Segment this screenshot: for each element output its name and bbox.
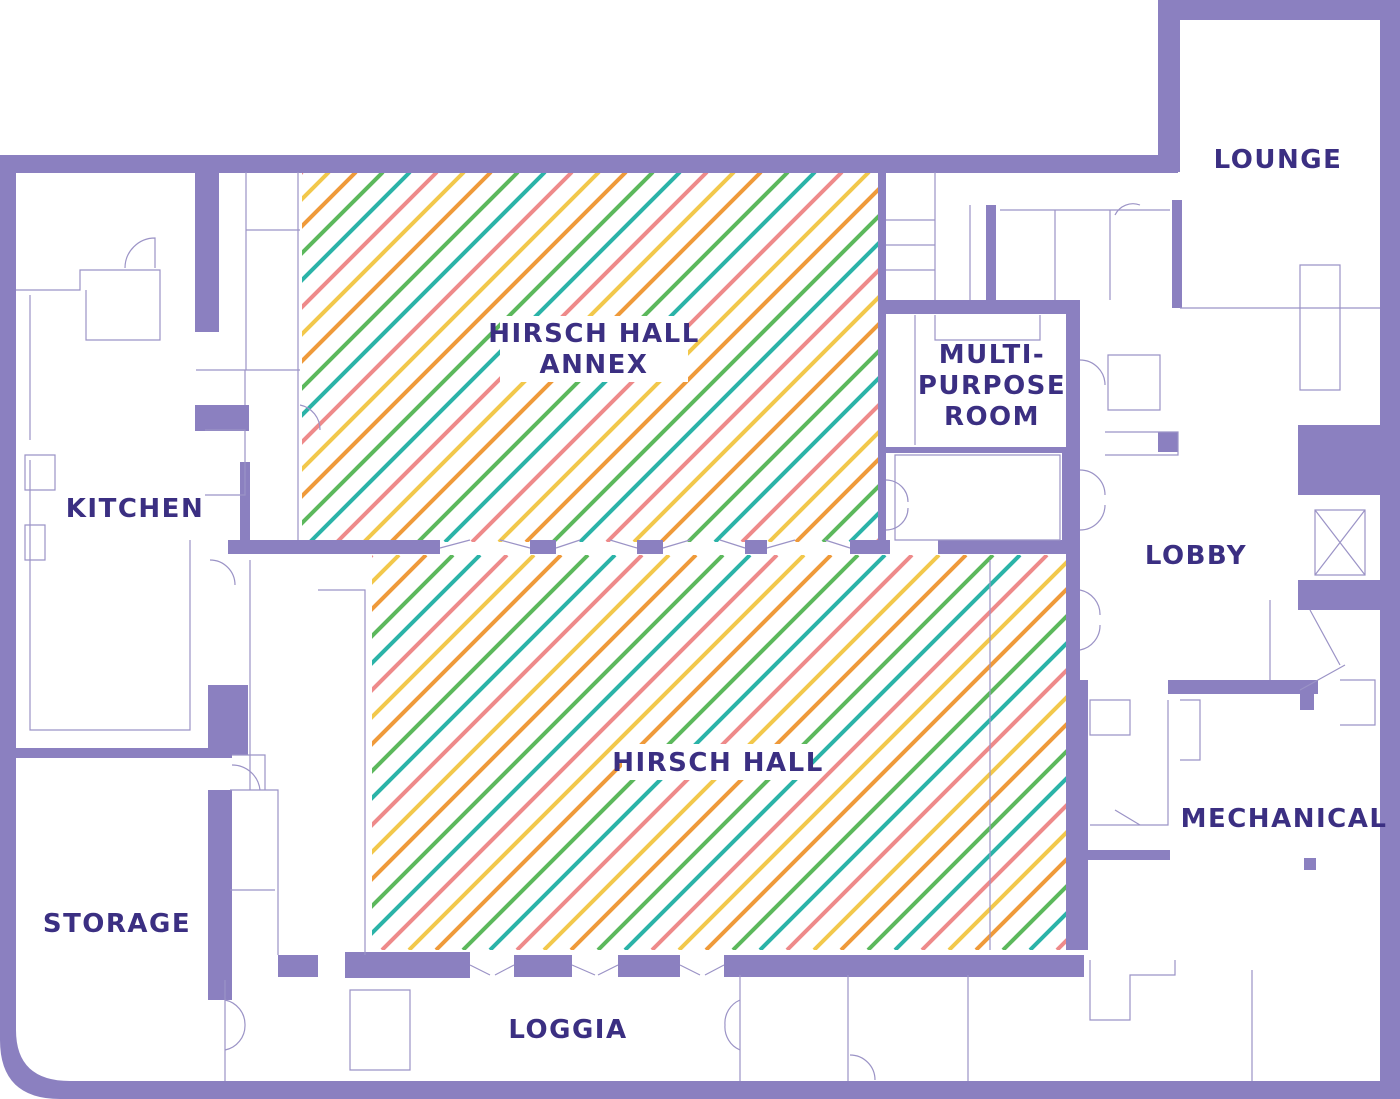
highlight-stripe xyxy=(302,172,601,472)
room-label-lounge: LOUNGE xyxy=(1214,145,1343,175)
highlight-stripe xyxy=(302,172,331,202)
room-label-lobby: LOBBY xyxy=(1145,541,1247,571)
room-label-mechanical: MECHANICAL xyxy=(1181,804,1388,834)
highlight-stripe xyxy=(812,555,1075,950)
highlight-stripe xyxy=(302,172,655,526)
room-label-annex-line1: HIRSCH HALL xyxy=(488,319,700,349)
room-label-multipurpose-line2: PURPOSE xyxy=(918,371,1066,401)
doors xyxy=(124,203,1346,1081)
highlight-stripe xyxy=(974,555,1075,950)
annex-label-bg xyxy=(500,316,688,382)
highlight-stripe xyxy=(578,239,880,542)
highlight-stripe xyxy=(302,172,547,418)
detail-lines xyxy=(16,172,1380,1081)
highlight-stripe xyxy=(947,555,1075,950)
highlight-stripe xyxy=(372,555,455,950)
highlight-stripe xyxy=(302,172,412,283)
highlight-stripe xyxy=(372,555,617,950)
highlight-stripe xyxy=(731,555,1075,950)
highlight-stripe xyxy=(767,428,880,542)
highlight-stripe xyxy=(704,555,1075,950)
room-labels: LOUNGE KITCHEN HIRSCH HALL ANNEX MULTI- … xyxy=(43,145,1388,1045)
room-label-multipurpose-line3: ROOM xyxy=(944,402,1040,432)
highlight-stripe xyxy=(605,266,880,542)
highlight-stripe xyxy=(794,455,880,542)
room-label-storage: STORAGE xyxy=(43,909,191,939)
highlight-stripe xyxy=(372,555,752,950)
room-label-multipurpose-line1: MULTI- xyxy=(939,340,1045,370)
highlight-stripe xyxy=(302,172,439,310)
highlight-stripe xyxy=(524,185,880,542)
highlight-stripe xyxy=(686,347,880,542)
hall-label-bg xyxy=(622,744,812,780)
highlight-stripe xyxy=(758,555,1075,950)
room-label-kitchen: KITCHEN xyxy=(66,494,204,524)
highlight-stripe xyxy=(659,320,880,542)
room-label-loggia: LOGGIA xyxy=(508,1015,627,1045)
highlight-stripe xyxy=(407,555,806,950)
highlight-stripe xyxy=(677,555,1075,950)
highlight-stripe xyxy=(372,555,671,950)
highlight-stripe xyxy=(372,555,590,950)
room-label-hall: HIRSCH HALL xyxy=(612,748,824,778)
highlight-stripe xyxy=(713,374,880,542)
highlight-stripe xyxy=(650,555,1049,950)
highlight-stripe xyxy=(920,555,1075,950)
highlight-stripe xyxy=(839,555,1075,950)
highlight-stripe xyxy=(551,212,880,542)
highlight-stripe xyxy=(302,172,385,256)
highlight-stripe xyxy=(380,555,779,950)
highlight-stripe xyxy=(1219,555,1400,950)
highlight-stripe xyxy=(372,555,725,950)
highlight-stripe xyxy=(866,555,1075,950)
highlight-stripe xyxy=(302,172,358,229)
highlight-stripe xyxy=(372,555,698,950)
highlight-stripe xyxy=(372,555,509,950)
highlight-stripe xyxy=(632,293,880,542)
highlight-stripe xyxy=(372,555,536,950)
highlight-stripe xyxy=(1246,555,1400,950)
highlight-stripe xyxy=(740,401,880,542)
highlight-stripe xyxy=(785,555,1075,950)
interior-walls xyxy=(16,172,1380,1000)
highlight-stripe xyxy=(372,555,644,950)
highlight-stripe xyxy=(372,555,482,950)
highlight-stripe xyxy=(302,172,520,391)
highlight-stripe xyxy=(1138,555,1400,950)
room-label-annex-line2: ANNEX xyxy=(540,350,649,380)
highlight-stripe xyxy=(302,172,493,364)
highlight-stripe xyxy=(308,172,682,542)
highlight-stripe xyxy=(893,555,1075,950)
highlight-stripe xyxy=(1192,555,1400,950)
highlight-stripe xyxy=(302,172,574,445)
highlight-stripe xyxy=(1111,555,1400,950)
highlight-stripe xyxy=(302,172,466,337)
highlight-stripe xyxy=(372,555,563,950)
hall-highlight xyxy=(372,555,1400,950)
highlight-stripe xyxy=(623,555,1022,950)
highlight-stripe xyxy=(302,172,304,175)
highlight-stripe xyxy=(302,172,628,499)
highlight-stripe xyxy=(1084,555,1400,950)
highlight-stripe xyxy=(1055,555,1075,950)
